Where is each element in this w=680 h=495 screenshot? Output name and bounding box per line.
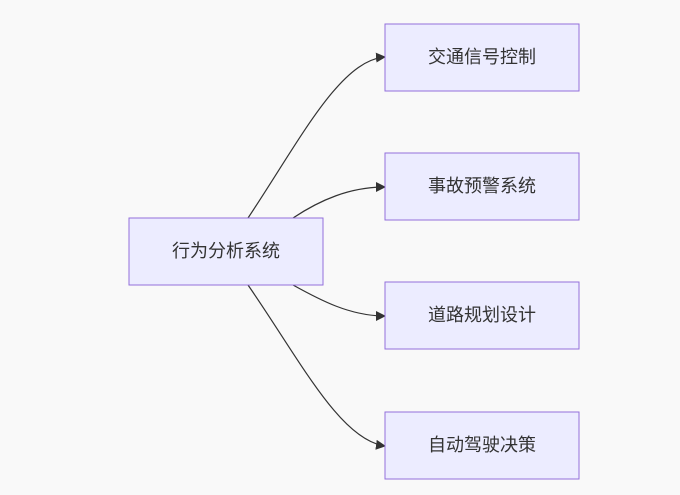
- edge-to-road-planning-design: [292, 284, 386, 321]
- edge-to-traffic-signal-control: [247, 52, 386, 219]
- node-behavior-analysis-system: 行为分析系统: [128, 217, 324, 286]
- node-traffic-signal-control: 交通信号控制: [384, 23, 580, 92]
- node-accident-warning-system: 事故预警系统: [384, 152, 580, 221]
- node-road-planning-design: 道路规划设计: [384, 281, 580, 350]
- edge-to-accident-warning-system: [292, 182, 386, 219]
- node-autonomous-driving-decision: 自动驾驶决策: [384, 411, 580, 480]
- node-label-traffic-signal-control: 交通信号控制: [428, 47, 536, 68]
- edge-to-autonomous-driving-decision: [247, 284, 386, 450]
- node-label-road-planning-design: 道路规划设计: [428, 305, 536, 326]
- node-label-autonomous-driving-decision: 自动驾驶决策: [428, 435, 536, 456]
- node-label-behavior-analysis-system: 行为分析系统: [172, 241, 280, 262]
- node-label-accident-warning-system: 事故预警系统: [428, 176, 536, 197]
